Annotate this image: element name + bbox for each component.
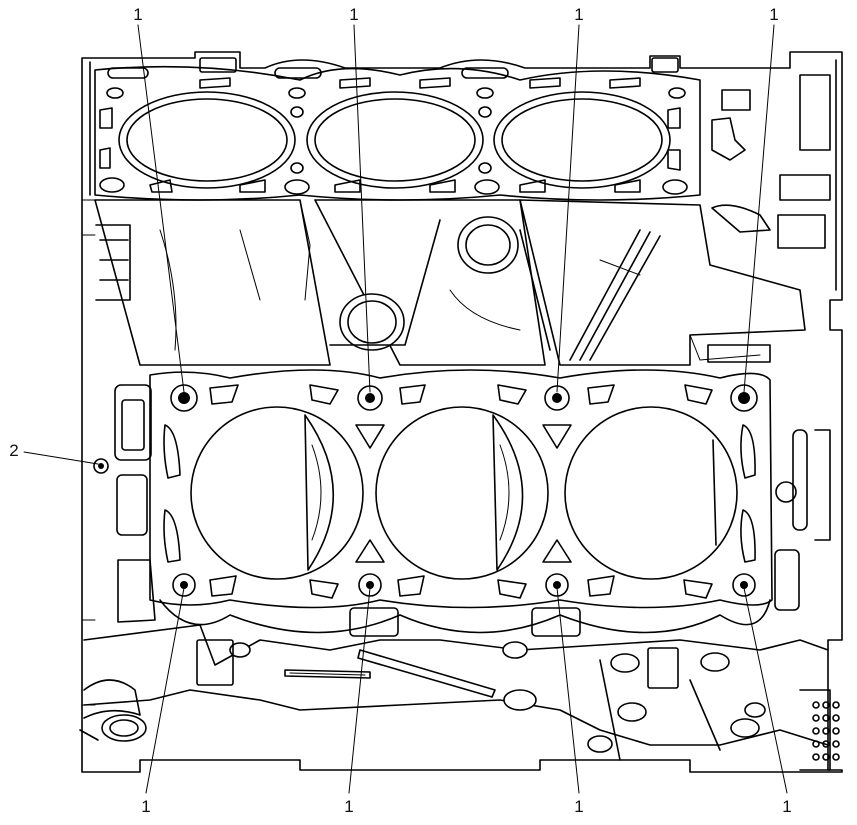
rear-bolt-pattern [812, 701, 840, 761]
leader-bottom-3 [556, 587, 580, 794]
block-outline [81, 51, 843, 773]
lower-deck [93, 369, 831, 634]
upper-bore-2 [306, 91, 484, 189]
valley-bore-lower [339, 293, 405, 351]
head-bolt-holes [170, 384, 758, 597]
leader-lines [23, 24, 788, 794]
upper-deck [94, 57, 701, 201]
lower-bore-2 [375, 406, 549, 580]
callout-top-1: 1 [133, 5, 142, 24]
callout-side-2: 2 [9, 441, 18, 460]
leader-top-4 [743, 24, 775, 393]
leader-bottom-4 [743, 587, 788, 794]
lower-bore-3 [564, 406, 738, 580]
leader-bottom-2 [348, 587, 371, 794]
callout-bottom-1: 1 [141, 797, 150, 816]
leader-bottom-1 [145, 587, 185, 794]
callout-top-4: 1 [769, 5, 778, 24]
leader-side-2 [23, 451, 99, 465]
valley [94, 74, 831, 366]
callout-bottom-2: 1 [344, 797, 353, 816]
leader-top-1 [137, 24, 185, 393]
callout-labels: 1 1 1 1 1 1 1 1 2 [9, 5, 791, 816]
leader-top-3 [556, 24, 580, 393]
callout-bottom-3: 1 [574, 797, 583, 816]
upper-bore-1 [118, 91, 296, 189]
callout-bottom-4: 1 [782, 797, 791, 816]
callout-top-3: 1 [574, 5, 583, 24]
lower-bore-1 [190, 406, 364, 580]
leader-top-2 [353, 24, 371, 393]
callout-top-2: 1 [349, 5, 358, 24]
lower-skirt [79, 607, 840, 771]
dowel-pin [93, 458, 109, 474]
upper-bore-3 [493, 91, 671, 189]
